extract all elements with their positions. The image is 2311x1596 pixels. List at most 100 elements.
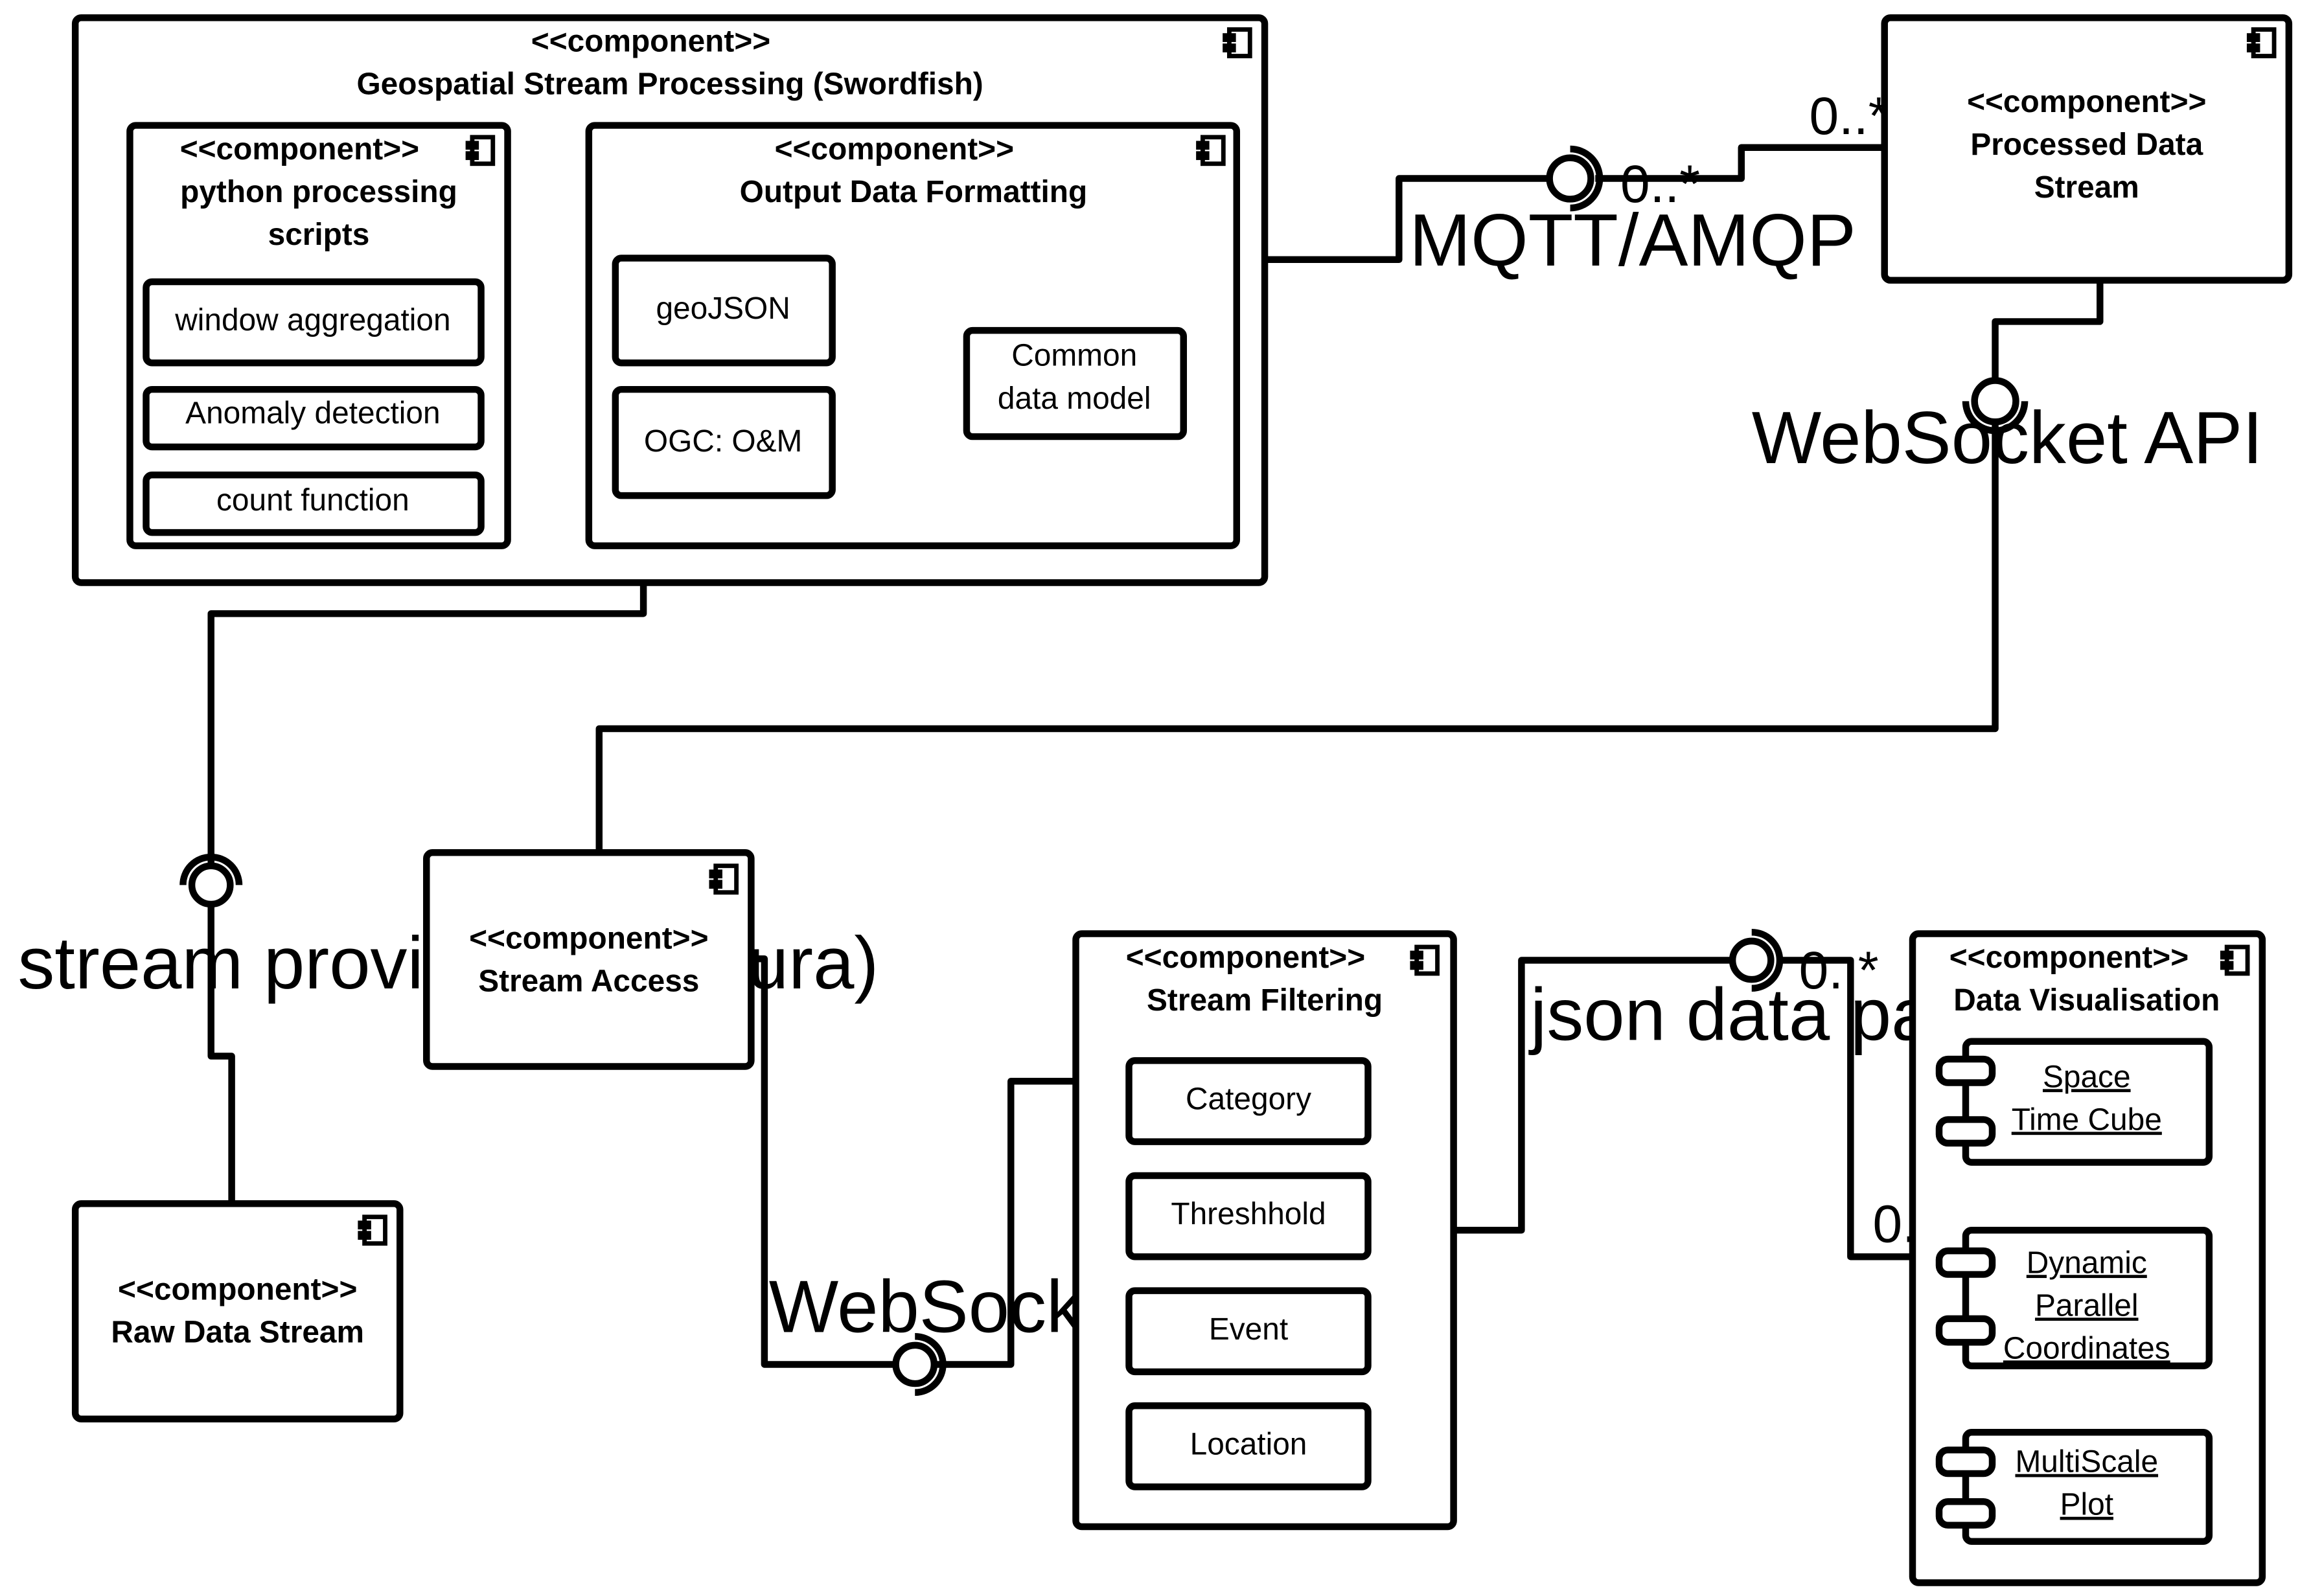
output-formatting-stereotype: <<component>>	[775, 132, 1014, 166]
script-item-box	[143, 385, 485, 451]
stream-filtering-stereotype: <<component>>	[1126, 940, 1365, 975]
json-required-line	[1776, 957, 1913, 1260]
vis-dynamic-parallel-coordinates-line-1: Dynamic	[2027, 1246, 2147, 1280]
format-ogc-om: OGC: O&M	[644, 424, 802, 459]
component-output-formatting: <<component>> Output Data Formatting geo…	[585, 122, 1241, 549]
component-icon	[1196, 135, 1226, 166]
websocket-bottom-provided-line	[934, 1077, 1076, 1368]
websocket-top-required-line	[595, 413, 1999, 853]
connectors	[207, 144, 2104, 1368]
interface-stream-provider	[179, 853, 243, 908]
interface-websocket-top	[1962, 377, 2029, 435]
format-box	[612, 255, 836, 367]
raw-stream-frame	[71, 1200, 404, 1422]
component-icon	[709, 863, 739, 895]
websocket-top-ball	[1971, 377, 2019, 426]
json-ball	[1729, 937, 1775, 983]
mqtt-socket	[1570, 145, 1604, 212]
script-item-count-function: count function	[216, 483, 409, 518]
vis-component-frame	[1962, 1038, 2213, 1166]
component-icon	[465, 135, 496, 166]
vis-component-frame	[1962, 1428, 2213, 1545]
script-item-box	[143, 472, 485, 536]
python-scripts-stereotype: <<component>>	[180, 132, 419, 166]
component-icon	[1223, 27, 1252, 58]
component-icon	[358, 1214, 387, 1246]
interface-websocket-bottom	[892, 1332, 947, 1396]
script-item-box	[143, 278, 485, 367]
stream-access-title: Stream Access	[478, 964, 699, 998]
processed-stream-stereotype: <<component>>	[1967, 85, 2206, 119]
data-visualisation-title: Data Visualisation	[1953, 983, 2220, 1018]
processed-stream-title-line-2: Stream	[2034, 170, 2139, 205]
processed-stream-frame	[1881, 14, 2293, 284]
component-icon	[1410, 944, 1440, 976]
filter-box	[1125, 1287, 1372, 1376]
vis-component-port	[1935, 1247, 1996, 1278]
component-stream-filtering: <<component>> Stream Filtering Category …	[1072, 930, 1457, 1531]
websocket-top-provided-line	[1992, 280, 2104, 381]
websocket-top-label: WebSocket API	[1752, 397, 2263, 479]
vis-component-space-time-cube: Space Time Cube	[1935, 1038, 2213, 1166]
python-scripts-title-line-1: python processing	[180, 175, 457, 209]
raw-stream-title: Raw Data Stream	[111, 1315, 364, 1349]
component-icon	[2246, 27, 2277, 58]
websocket-bottom-socket	[915, 1332, 947, 1396]
filter-box	[1125, 1057, 1372, 1145]
component-raw-stream: <<component>> Raw Data Stream	[71, 1200, 404, 1422]
common-model-line-1: Common	[1011, 339, 1137, 373]
filter-event: Event	[1209, 1312, 1288, 1347]
vis-component-port	[1935, 1446, 1996, 1477]
mqtt-ball	[1546, 154, 1594, 203]
filter-box	[1125, 1172, 1372, 1260]
json-provided-line	[1453, 957, 1733, 1234]
vis-component-multiscale-plot: MultiScale Plot	[1935, 1428, 2213, 1545]
geospatial-title: Geospatial Stream Processing (Swordfish)	[356, 67, 983, 102]
common-model-box	[963, 326, 1188, 440]
raw-stream-stereotype: <<component>>	[118, 1272, 357, 1306]
stream-provider-lower-line	[207, 904, 235, 1204]
component-data-visualisation: <<component>> Data Visualisation Space T…	[1909, 930, 2266, 1586]
json-socket	[1751, 928, 1784, 992]
stream-access-frame	[423, 849, 755, 1070]
data-visualisation-stereotype: <<component>>	[1949, 940, 2189, 975]
vis-component-port	[1935, 1116, 1996, 1147]
interface-mqtt	[1546, 145, 1604, 212]
vis-dynamic-parallel-coordinates-line-2: Parallel	[2035, 1288, 2138, 1323]
websocket-bottom-ball	[892, 1341, 938, 1387]
stream-provider-socket	[179, 853, 243, 885]
vis-component-frame	[1962, 1227, 2213, 1369]
filter-threshhold: Threshhold	[1171, 1197, 1326, 1231]
stream-provider-ball	[188, 862, 234, 908]
vis-component-port	[1935, 1498, 1996, 1529]
script-item-anomaly-detection: Anomaly detection	[185, 396, 440, 431]
geospatial-stereotype: <<component>>	[531, 25, 770, 59]
format-geojson: geoJSON	[656, 291, 790, 326]
websocket-top-socket	[1962, 401, 2029, 435]
mqtt-required-line	[1265, 175, 1550, 264]
script-item-window-aggregation: window aggregation	[174, 303, 450, 337]
component-processed-stream: <<component>> Processed Data Stream	[1881, 14, 2293, 284]
component-python-scripts: <<component>> python processing scripts …	[126, 122, 511, 549]
mqtt-label: MQTT/AMQP	[1409, 200, 1856, 282]
component-geospatial: <<component>> Geospatial Stream Processi…	[71, 14, 1269, 586]
vis-multiscale-plot-line-1: MultiScale	[2015, 1445, 2158, 1479]
filter-location: Location	[1190, 1427, 1307, 1461]
mqtt-multiplicity-ball: 0..*	[1620, 155, 1700, 214]
processed-stream-title-line-1: Processed Data	[1970, 128, 2203, 162]
websocket-bottom-required-line	[751, 955, 896, 1368]
python-scripts-title-line-2: scripts	[268, 218, 370, 252]
mqtt-multiplicity-processed: 0..*	[1810, 87, 1889, 146]
format-box	[612, 385, 836, 499]
stream-provider-upper-line	[207, 582, 647, 866]
stream-filtering-title: Stream Filtering	[1147, 983, 1383, 1018]
vis-component-port	[1935, 1055, 1996, 1086]
interface-json	[1729, 928, 1784, 992]
output-formatting-title: Output Data Formatting	[740, 175, 1088, 209]
json-multiplicity-ball: 0..*	[1799, 941, 1879, 1000]
vis-component-dynamic-parallel-coordinates: Dynamic Parallel Coordinates	[1935, 1227, 2213, 1369]
stream-access-stereotype: <<component>>	[469, 921, 708, 955]
vis-space-time-cube-line-1: Space	[2043, 1060, 2131, 1094]
component-stream-access: <<component>> Stream Access	[423, 849, 755, 1070]
